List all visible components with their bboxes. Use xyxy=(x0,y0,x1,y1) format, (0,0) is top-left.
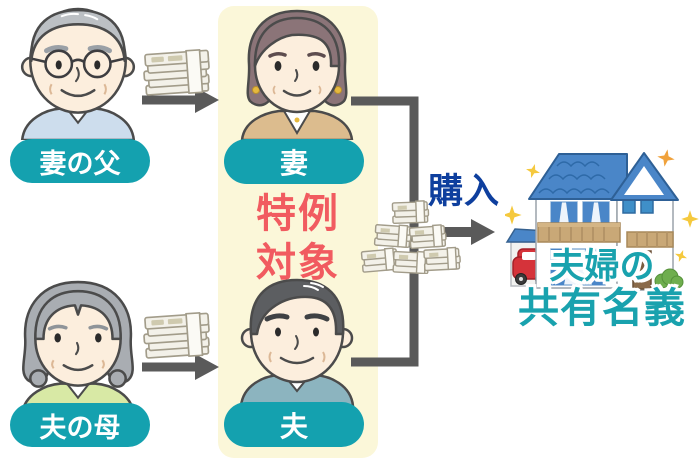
joint-ownership-caption: 夫婦の 共有名義 xyxy=(518,247,686,332)
window xyxy=(550,248,606,286)
gift-arrow-father-to-wife xyxy=(142,87,219,113)
husband-mother-avatar xyxy=(20,280,136,414)
gift-arrow-mother-to-husband xyxy=(142,354,219,380)
money-stack-icon xyxy=(141,48,212,98)
wife-label-badge: 妻 xyxy=(224,139,364,184)
husband-label-badge: 夫 xyxy=(224,402,364,447)
house-icon xyxy=(505,147,699,291)
earring-icon xyxy=(252,86,260,94)
glasses-icon xyxy=(32,49,124,79)
wife-father-avatar xyxy=(20,7,136,140)
husband-mother-label: 夫の母 xyxy=(39,412,121,444)
wife-label: 妻 xyxy=(279,146,308,180)
balcony xyxy=(537,222,621,243)
gray-hair xyxy=(30,8,126,63)
special-case-label: 特例 対象 xyxy=(256,191,340,286)
wife-father-label-badge: 妻の父 xyxy=(10,139,150,183)
bush-icon xyxy=(654,268,684,289)
husband-label: 夫 xyxy=(279,409,308,443)
money-stack-icon xyxy=(141,311,212,361)
wife-father-label: 妻の父 xyxy=(39,148,121,180)
husband-avatar xyxy=(239,278,355,406)
purchase-label: 購入 xyxy=(428,172,501,212)
door xyxy=(632,250,652,290)
earring-icon xyxy=(334,86,342,94)
roof xyxy=(528,152,679,201)
dark-hair xyxy=(249,278,345,336)
husband-mother-label-badge: 夫の母 xyxy=(10,403,150,447)
wife-avatar xyxy=(240,9,354,140)
